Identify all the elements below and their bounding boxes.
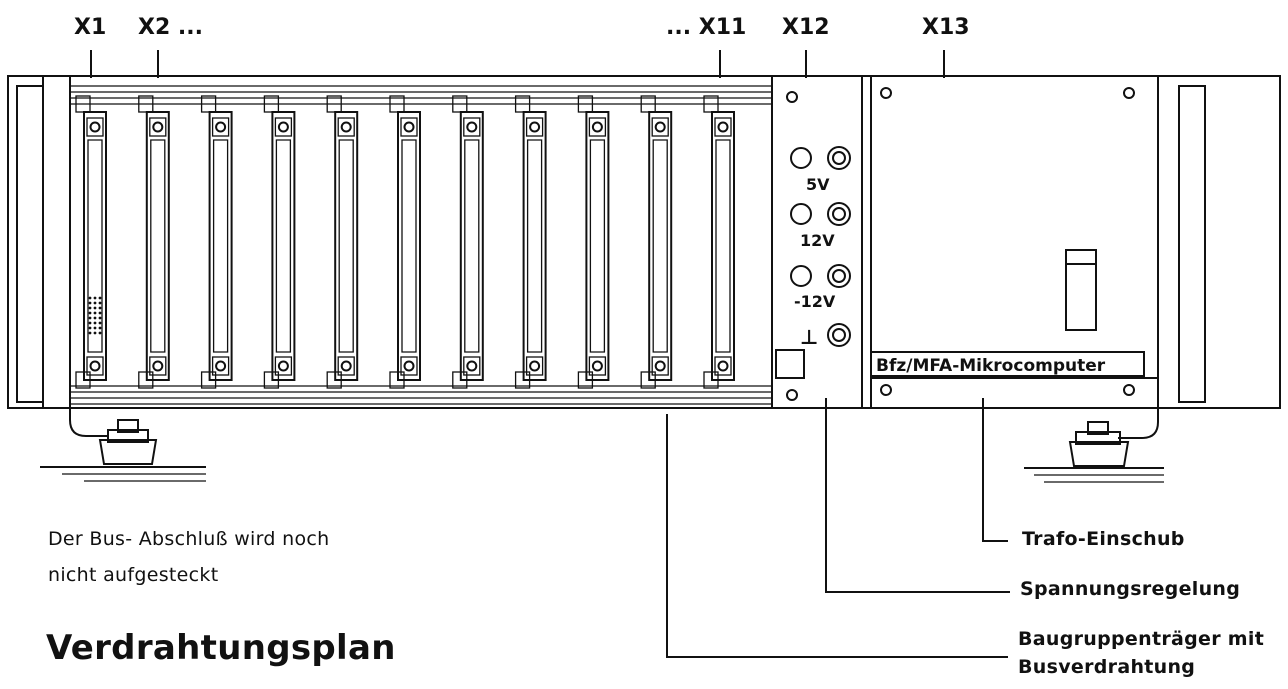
bus-dot	[98, 331, 102, 335]
card-slot	[389, 95, 421, 389]
label-x12: X12	[782, 15, 830, 40]
callout-trafo: Trafo-Einschub	[1022, 528, 1185, 550]
bus-dot	[93, 301, 97, 305]
panel-label: Bfz/MFA-Mikrocomputer	[876, 356, 1106, 376]
left-foot	[40, 408, 206, 482]
label-x11: ... X11	[666, 15, 746, 40]
bus-dot	[98, 316, 102, 320]
rack-frame	[7, 75, 1281, 409]
card-slot	[452, 95, 484, 389]
bus-dot	[88, 306, 92, 310]
bus-dot	[98, 321, 102, 325]
top-rail	[70, 85, 772, 105]
bus-dot	[88, 326, 92, 330]
card-slot	[577, 95, 610, 389]
bus-dot	[93, 311, 97, 315]
callout-spannung: Spannungsregelung	[1020, 578, 1241, 600]
socket-neg12v	[827, 264, 851, 288]
label-12v: 12V	[800, 231, 835, 250]
bus-dot	[93, 306, 97, 310]
bus-dot	[93, 316, 97, 320]
bus-dot	[88, 321, 92, 325]
card-slot	[75, 95, 107, 389]
note-line-1: Der Bus- Abschluß wird noch	[48, 528, 330, 550]
bus-dot	[93, 296, 97, 300]
callout-baugruppe-2: Busverdrahtung	[1018, 656, 1196, 678]
card-slot	[263, 95, 296, 389]
test-point-neg12v	[790, 265, 812, 287]
test-point-5v	[790, 147, 812, 169]
bus-dot	[93, 326, 97, 330]
card-slot	[200, 95, 233, 389]
label-ground: ⊥	[800, 325, 818, 349]
bus-dot	[93, 321, 97, 325]
socket-12v	[827, 202, 851, 226]
label-x2: X2 ...	[138, 15, 203, 40]
socket-5v	[827, 146, 851, 170]
bus-dot	[98, 296, 102, 300]
callout-baugruppe-1: Baugruppenträger mit	[1018, 628, 1265, 650]
bus-dot	[98, 326, 102, 330]
socket-ground	[827, 323, 851, 347]
card-slots	[75, 95, 735, 389]
transformer-panel: Bfz/MFA-Mikrocomputer	[870, 76, 1158, 408]
test-point-12v	[790, 203, 812, 225]
page-title: Verdrahtungsplan	[46, 628, 396, 668]
callout-lines	[666, 398, 1010, 658]
bus-dot	[88, 311, 92, 315]
card-slot	[514, 95, 547, 389]
bus-dot	[88, 296, 92, 300]
card-slot	[138, 95, 170, 389]
label-5v: 5V	[806, 175, 830, 194]
bus-dot	[98, 306, 102, 310]
bus-dot	[88, 331, 92, 335]
right-foot	[1024, 408, 1164, 483]
right-handle	[1178, 85, 1206, 403]
card-slot	[640, 95, 673, 389]
power-switch-icon	[1065, 249, 1097, 331]
label-x13: X13	[922, 15, 970, 40]
left-handle	[16, 85, 44, 403]
note-line-2: nicht aufgesteckt	[48, 564, 219, 586]
bus-dot	[98, 301, 102, 305]
bus-dot	[93, 331, 97, 335]
card-slot	[326, 95, 359, 389]
bus-dot	[88, 316, 92, 320]
bus-dot	[88, 301, 92, 305]
bus-termination-dots	[88, 296, 102, 335]
card-slot	[703, 95, 735, 389]
slot-labels: X1 X2 ... ... X11 X12 X13	[74, 15, 970, 78]
bottom-rail	[70, 385, 772, 405]
label-neg12v: -12V	[794, 292, 836, 311]
label-x1: X1	[74, 15, 106, 40]
bus-dot	[98, 311, 102, 315]
power-panel: 5V 12V -12V ⊥	[775, 76, 863, 408]
